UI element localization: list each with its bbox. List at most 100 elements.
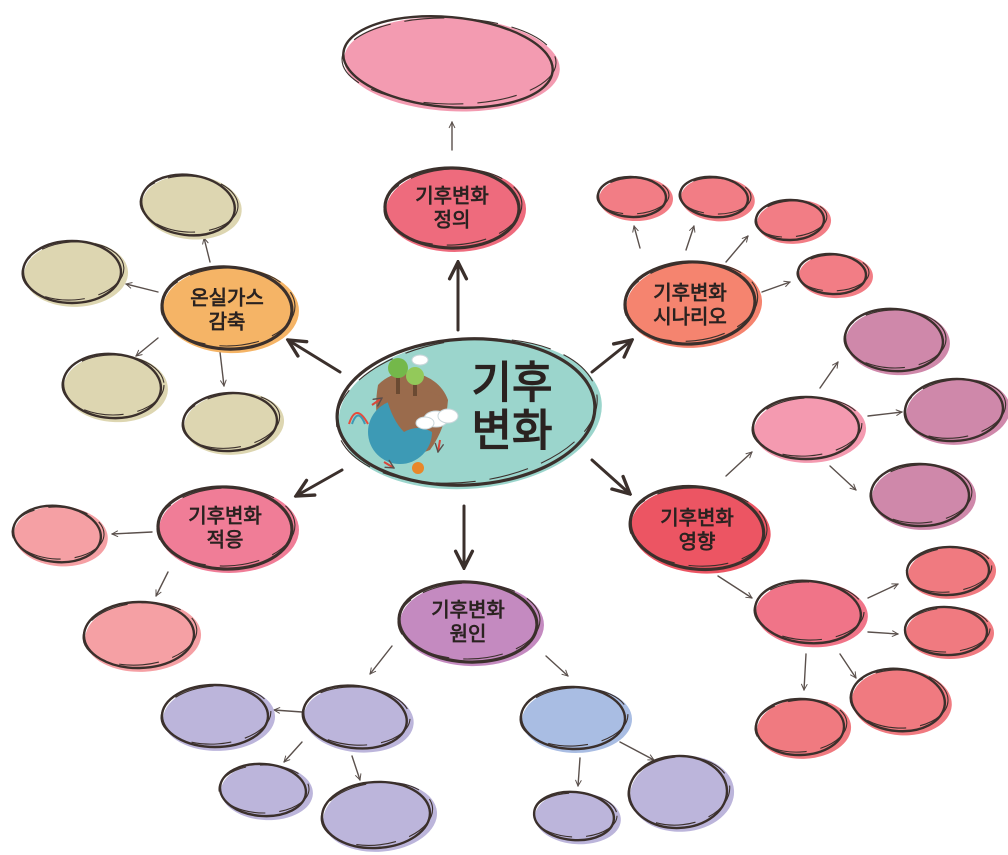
topic-definition[interactable]: 기후변화 정의 bbox=[415, 184, 489, 231]
adaptation-leaf-2-fill bbox=[85, 601, 202, 672]
ghg-leaf-2[interactable] bbox=[20, 238, 129, 308]
tree-icon bbox=[388, 358, 408, 378]
topic-cause[interactable]: 기후변화 원인 bbox=[431, 598, 505, 645]
impact-leaf-1c-fill bbox=[872, 463, 977, 530]
topic-adaptation-line2: 적응 bbox=[206, 527, 244, 551]
impact-bubble[interactable] bbox=[626, 479, 775, 579]
impact-mid-1[interactable] bbox=[750, 394, 867, 465]
ghg-leaf-3[interactable] bbox=[61, 351, 169, 424]
impact-leaf-1c[interactable] bbox=[868, 462, 977, 531]
cause-right-mid-fill bbox=[522, 686, 633, 753]
ghg-leaf-2-fill bbox=[24, 240, 129, 307]
adaptation-leaf-2-outline bbox=[82, 600, 196, 670]
impact-leaf-1b[interactable] bbox=[901, 374, 1008, 449]
arrow-imp-1c bbox=[829, 465, 856, 490]
cause-right-leaf-2-sketch bbox=[627, 756, 731, 826]
cause-left-leaf-1-outline bbox=[160, 683, 270, 749]
sun-icon bbox=[412, 462, 424, 474]
impact-bubble-fill bbox=[630, 487, 771, 574]
cause-left-leaf-3-sketch bbox=[320, 781, 434, 846]
impact-leaf-2a[interactable] bbox=[904, 544, 998, 602]
scenario-leaf-1-sketch bbox=[596, 177, 670, 215]
scenario-leaf-4[interactable] bbox=[796, 252, 874, 299]
ghg-leaf-1-outline bbox=[140, 173, 236, 237]
cycle-arrow-icon-3 bbox=[438, 439, 440, 452]
cause-right-mid[interactable] bbox=[519, 685, 633, 754]
ghg-leaf-4[interactable] bbox=[179, 388, 287, 459]
topic-ghg-line2: 감축 bbox=[208, 309, 246, 333]
adaptation-leaf-1[interactable] bbox=[10, 502, 110, 570]
ghg-leaf-1-sketch bbox=[139, 175, 239, 233]
scenario-leaf-1[interactable] bbox=[596, 175, 673, 221]
cause-left-leaf-2-fill bbox=[220, 764, 313, 821]
arrow-imp-1a bbox=[819, 362, 839, 389]
ghg-bubble[interactable] bbox=[160, 264, 300, 355]
impact-mid-1-fill bbox=[754, 396, 867, 463]
cause-left-mid-outline bbox=[302, 684, 408, 750]
topic-adaptation[interactable]: 기후변화 적응 bbox=[188, 504, 262, 551]
impact-leaf-2b[interactable] bbox=[903, 605, 994, 659]
adaptation-leaf-1-fill bbox=[13, 506, 108, 567]
impact-leaf-2a-outline bbox=[905, 545, 991, 597]
tree-trunk-icon bbox=[396, 372, 400, 394]
impact-leaf-1c-outline bbox=[869, 462, 971, 528]
adaptation-bubble[interactable] bbox=[156, 485, 299, 573]
center-bubble[interactable] bbox=[328, 324, 608, 499]
cause-left-leaf-2-sketch bbox=[218, 764, 310, 814]
cause-left-mid-sketch bbox=[301, 686, 411, 746]
cycle-arrow-icon bbox=[371, 398, 382, 405]
rainbow-icon bbox=[348, 412, 369, 425]
arrow-cause-left bbox=[369, 645, 393, 674]
cause-left-mid[interactable] bbox=[300, 680, 417, 757]
cause-left-leaf-1-fill bbox=[163, 684, 276, 751]
impact-bubble-outline bbox=[628, 484, 766, 572]
adaptation-leaf-2[interactable] bbox=[80, 598, 202, 675]
arrow-to-scenario bbox=[590, 340, 632, 374]
impact-leaf-2c[interactable] bbox=[848, 664, 954, 738]
topic-impact[interactable]: 기후변화 영향 bbox=[660, 506, 734, 553]
definition-leaf-bubble-sketch bbox=[341, 17, 557, 105]
arrow-cause-right bbox=[545, 655, 568, 676]
ghg-leaf-1[interactable] bbox=[138, 169, 245, 243]
definition-leaf-bubble[interactable] bbox=[339, 8, 562, 117]
topic-scenario[interactable]: 기후변화 시나리오 bbox=[653, 281, 727, 328]
cause-right-leaf-1[interactable] bbox=[532, 789, 622, 847]
ghg-bubble-fill bbox=[162, 267, 299, 354]
scenario-bubble[interactable] bbox=[620, 256, 765, 352]
scenario-leaf-3-fill bbox=[757, 199, 832, 244]
ghg-leaf-4-fill bbox=[184, 392, 285, 455]
cause-left-leaf-1[interactable] bbox=[159, 682, 276, 753]
arrow-cl-1 bbox=[274, 710, 303, 712]
impact-mid-2[interactable] bbox=[752, 576, 869, 650]
impact-leaf-2c-fill bbox=[851, 669, 952, 736]
cause-right-leaf-2[interactable] bbox=[625, 752, 737, 835]
rainbow-icon-2 bbox=[351, 414, 366, 425]
scenario-leaf-4-outline bbox=[796, 252, 868, 296]
cause-left-leaf-2[interactable] bbox=[218, 761, 314, 822]
tree-icon-2 bbox=[406, 367, 424, 385]
cause-bubble[interactable] bbox=[397, 578, 545, 667]
topic-impact-line1: 기후변화 bbox=[660, 505, 734, 530]
cause-left-leaf-3[interactable] bbox=[318, 776, 440, 855]
cause-bubble-outline bbox=[397, 580, 539, 664]
arrow-ghg-2 bbox=[126, 284, 159, 293]
arrow-ad-1 bbox=[112, 532, 153, 534]
definition-bubble[interactable] bbox=[382, 165, 527, 253]
connector-arrows bbox=[112, 121, 902, 786]
cloud-icon-2 bbox=[437, 408, 459, 424]
arrow-ad-2 bbox=[155, 571, 169, 596]
center-bubble-sketch bbox=[336, 338, 598, 484]
impact-leaf-1a[interactable] bbox=[843, 306, 951, 377]
adaptation-bubble-fill bbox=[159, 487, 299, 573]
topic-cause-line2: 원인 bbox=[449, 621, 487, 645]
scenario-leaf-3[interactable] bbox=[753, 198, 832, 246]
adaptation-leaf-1-outline bbox=[11, 504, 103, 564]
impact-leaf-2d[interactable] bbox=[753, 696, 853, 761]
topic-ghg-reduction[interactable]: 온실가스 감축 bbox=[190, 286, 264, 333]
cause-right-leaf-2-outline bbox=[627, 754, 729, 830]
definition-bubble-sketch bbox=[383, 168, 523, 246]
impact-leaf-2d-outline bbox=[754, 697, 846, 757]
scenario-leaf-2[interactable] bbox=[678, 174, 756, 224]
tree-trunk-icon-2 bbox=[413, 378, 417, 396]
